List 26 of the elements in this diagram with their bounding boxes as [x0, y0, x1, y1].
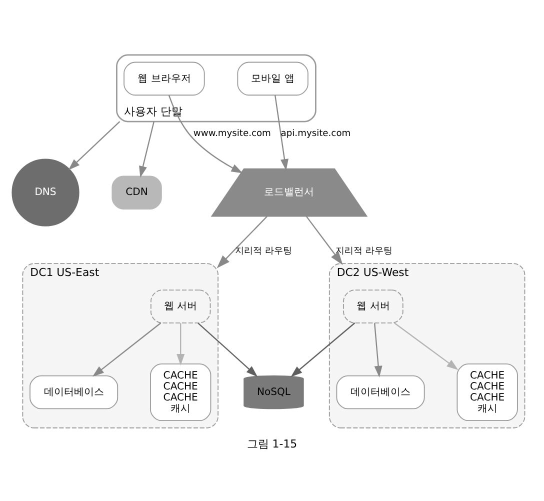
arrow — [216, 216, 268, 268]
edge-label: 지리적 라우팅 — [235, 246, 292, 256]
edge-label: www.mysite.com — [193, 128, 271, 139]
node-box: 웹 서버 — [343, 289, 404, 323]
arrow — [139, 120, 154, 178]
node-box: 웹 브라우저 — [124, 61, 205, 96]
arrow — [274, 94, 288, 170]
edge-label: api.mysite.com — [280, 128, 351, 139]
arrow — [176, 322, 185, 366]
arrow — [290, 322, 356, 376]
node-box: 모바일 앱 — [237, 61, 308, 96]
arrow — [198, 322, 258, 376]
arrow — [68, 120, 120, 170]
node-box: 데이터베이스 — [336, 374, 425, 409]
node-box: CACHE CACHE CACHE 캐시 — [456, 363, 518, 421]
caption: 그림 1-15 — [246, 437, 298, 450]
arrow — [92, 322, 162, 376]
edge-label: 지리적 라우팅 — [336, 246, 393, 256]
node-box: CACHE CACHE CACHE 캐시 — [150, 363, 212, 421]
arrow — [306, 216, 343, 264]
arrow — [394, 322, 458, 370]
node-box: 웹 서버 — [150, 289, 211, 323]
arrow — [374, 322, 382, 377]
node-box: CDN — [112, 175, 162, 209]
arrow — [168, 94, 243, 173]
node-box: 데이터베이스 — [30, 374, 118, 409]
